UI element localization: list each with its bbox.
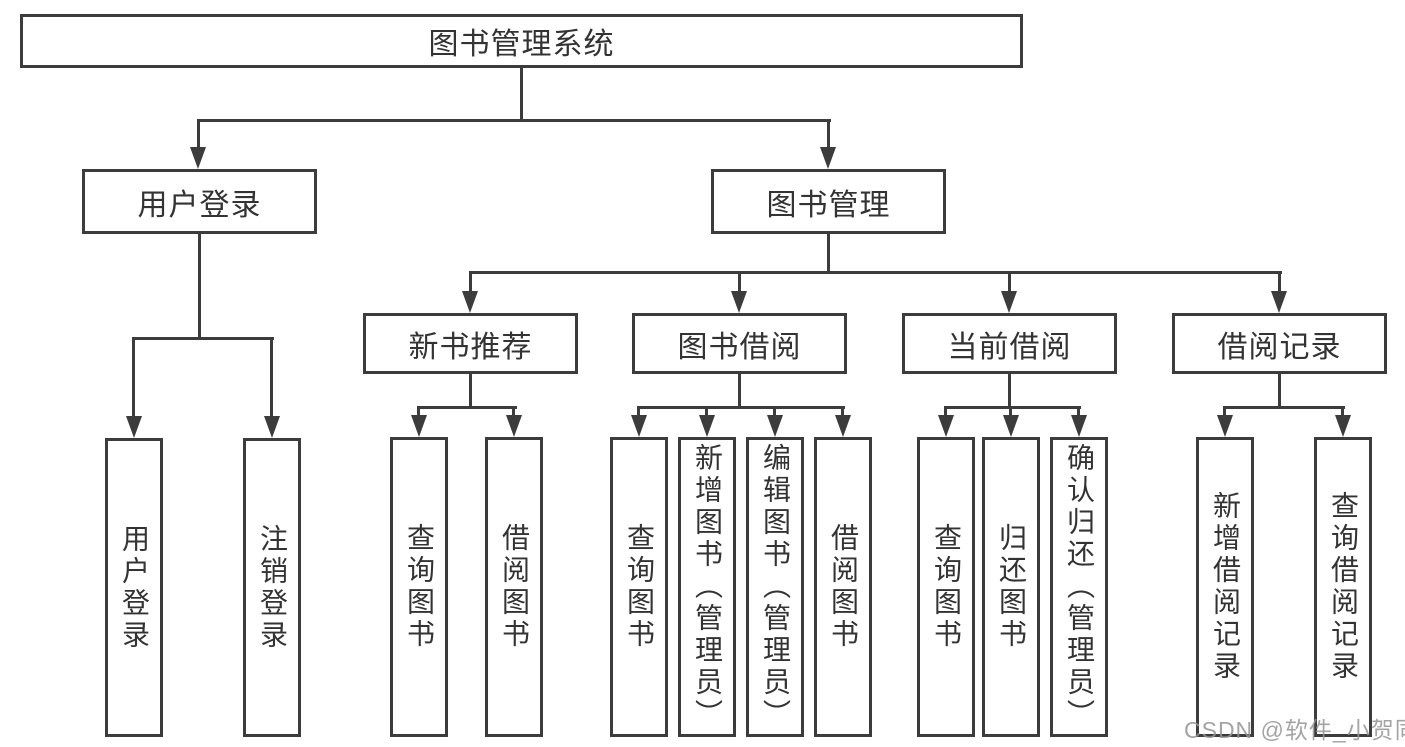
leaf-query-books-2: 查询图书 <box>610 437 668 737</box>
leaf-borrow-books-2: 借阅图书 <box>814 437 872 737</box>
node-book-borrowing: 图书借阅 <box>632 313 847 374</box>
leaf-query-borrow-record: 查询借阅记录 <box>1314 437 1372 737</box>
node-book-management: 图书管理 <box>711 169 946 234</box>
arrowhead-down <box>1071 415 1087 437</box>
connector-line <box>512 406 515 417</box>
connector-line <box>1077 406 1080 417</box>
connector-line <box>827 119 830 149</box>
connector-line <box>1008 271 1011 293</box>
connector-line <box>944 406 1081 409</box>
arrowhead-down <box>835 415 851 437</box>
connector-line <box>944 406 947 417</box>
connector-line <box>827 234 830 274</box>
arrowhead-down <box>126 416 142 438</box>
connector-line <box>132 337 135 417</box>
connector-line <box>705 406 708 417</box>
leaf-add-book-admin: 新增图书（管理员） <box>678 437 736 737</box>
connector-line <box>1008 374 1011 409</box>
arrowhead-down <box>699 415 715 437</box>
connector-line <box>198 234 201 339</box>
arrowhead-down <box>938 415 954 437</box>
node-user-login: 用户登录 <box>82 169 317 234</box>
connector-line <box>197 119 200 149</box>
arrowhead-down <box>264 416 280 438</box>
connector-line <box>1341 406 1344 417</box>
arrowhead-down <box>1001 291 1017 313</box>
leaf-confirm-return-admin: 确认归还（管理员） <box>1050 437 1108 737</box>
arrowhead-down <box>411 415 427 437</box>
node-new-book-recommend: 新书推荐 <box>363 313 578 374</box>
arrowhead-down <box>820 147 836 169</box>
connector-line <box>841 406 844 417</box>
connector-line <box>1009 406 1012 417</box>
leaf-user-login: 用户登录 <box>105 438 163 737</box>
connector-line <box>1278 271 1281 293</box>
arrowhead-down <box>1271 291 1287 313</box>
leaf-edit-book-admin: 编辑图书（管理员） <box>746 437 804 737</box>
watermark: CSDN @软件_小贺同学 <box>1184 717 1405 743</box>
connector-line <box>132 337 274 340</box>
connector-line <box>469 374 472 409</box>
arrowhead-down <box>767 415 783 437</box>
connector-line <box>417 406 517 409</box>
arrowhead-down <box>190 147 206 169</box>
connector-line <box>520 67 523 121</box>
connector-line <box>1278 374 1281 409</box>
connector-line <box>738 271 741 293</box>
connector-line <box>637 406 845 409</box>
arrowhead-down <box>462 291 478 313</box>
connector-line <box>197 119 831 122</box>
leaf-return-book: 归还图书 <box>982 437 1040 737</box>
leaf-borrow-books-1: 借阅图书 <box>485 437 543 737</box>
node-root: 图书管理系统 <box>20 14 1023 68</box>
arrowhead-down <box>1217 415 1233 437</box>
node-borrowing-records: 借阅记录 <box>1172 313 1387 374</box>
connector-line <box>773 406 776 417</box>
connector-line <box>637 406 640 417</box>
connector-line <box>270 337 273 417</box>
leaf-query-books-3: 查询图书 <box>917 437 975 737</box>
leaf-add-borrow-record: 新增借阅记录 <box>1196 437 1254 737</box>
arrowhead-down <box>1335 415 1351 437</box>
leaf-logout: 注销登录 <box>243 438 301 737</box>
connector-line <box>1223 406 1345 409</box>
connector-line <box>417 406 420 417</box>
connector-line <box>1223 406 1226 417</box>
node-current-borrowing: 当前借阅 <box>902 313 1117 374</box>
arrowhead-down <box>506 415 522 437</box>
arrowhead-down <box>731 291 747 313</box>
connector-line <box>469 271 472 293</box>
connector-line <box>738 374 741 409</box>
arrowhead-down <box>1003 415 1019 437</box>
leaf-query-books-1: 查询图书 <box>390 437 448 737</box>
arrowhead-down <box>631 415 647 437</box>
connector-line <box>469 271 1282 274</box>
